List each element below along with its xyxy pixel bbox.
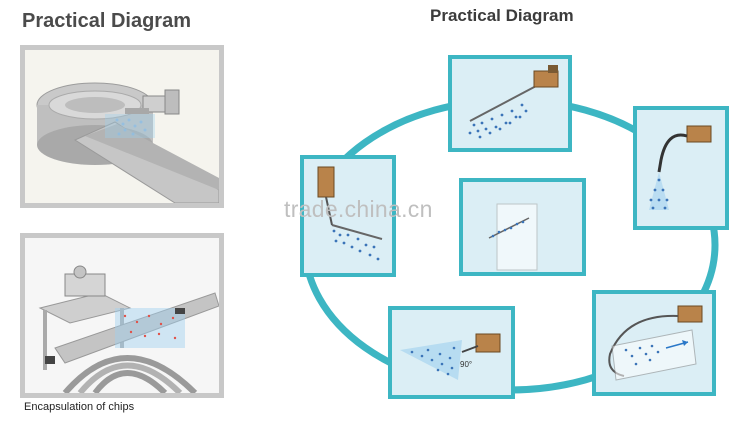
panel-left — [300, 155, 396, 277]
watermark-text: trade.china.cn — [284, 196, 433, 222]
panel-center — [459, 178, 586, 276]
right-title: Practical Diagram — [430, 6, 574, 25]
photo-conveyor-tank — [20, 45, 224, 208]
angle-label: 90° — [460, 360, 473, 369]
panel-top — [448, 55, 572, 152]
panel-top-right — [633, 106, 729, 230]
photo-chip-encapsulation — [20, 233, 224, 398]
left-title: Practical Diagram — [22, 10, 191, 32]
panel-bottom-right — [592, 290, 716, 396]
caption-encapsulation: Encapsulation of chips — [24, 401, 135, 413]
panel-bottom-left: 90° — [388, 306, 515, 399]
